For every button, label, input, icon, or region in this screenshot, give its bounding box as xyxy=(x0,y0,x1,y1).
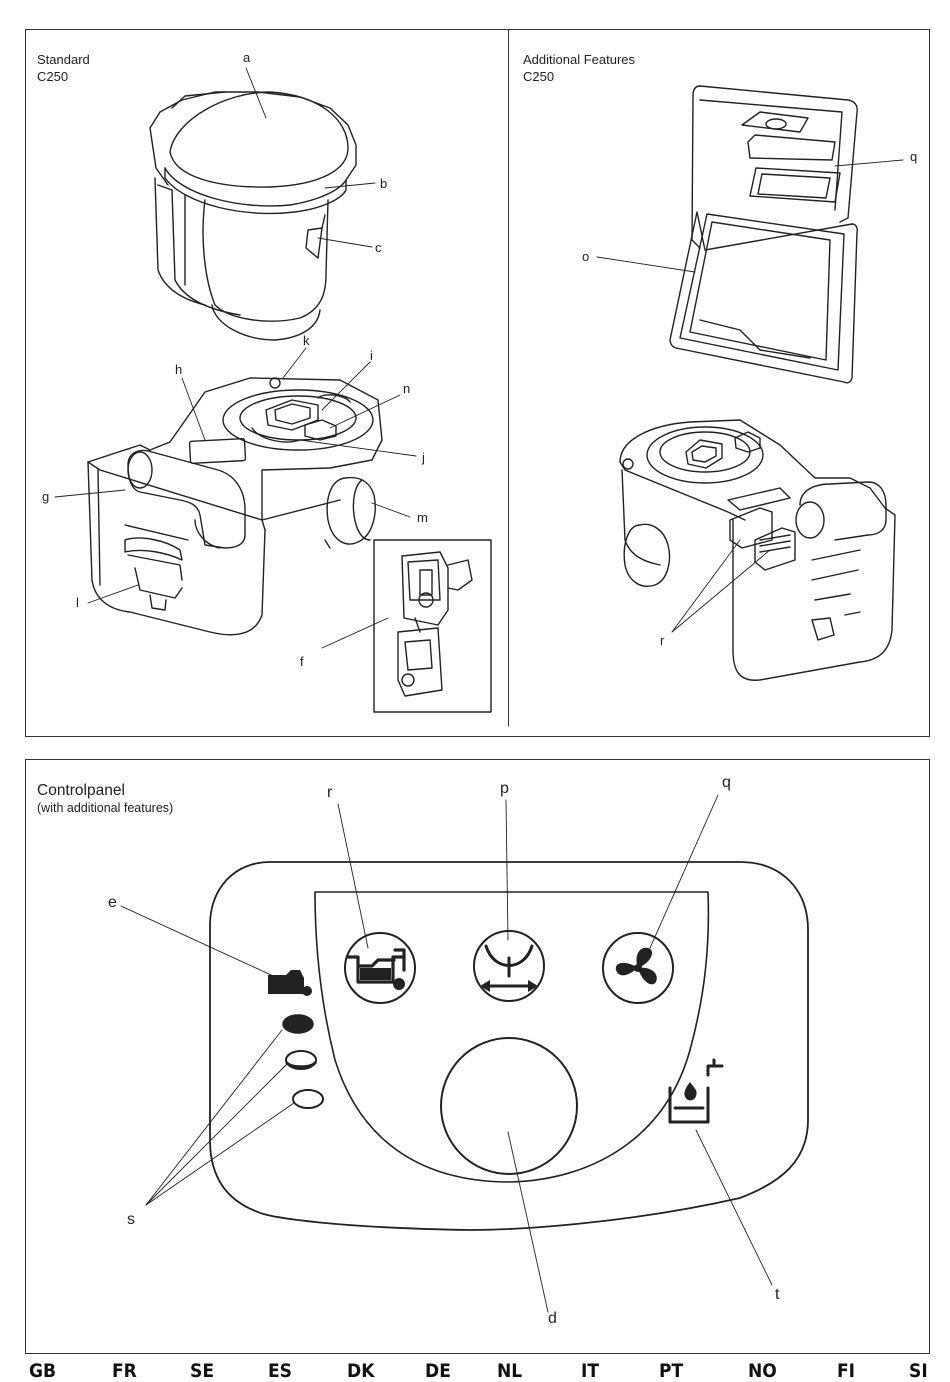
label-d: d xyxy=(548,1312,557,1326)
label-n: n xyxy=(403,382,410,396)
lang-gb[interactable]: GB xyxy=(29,1360,56,1382)
label-o: o xyxy=(582,250,589,264)
label-p: p xyxy=(500,782,509,796)
label-e: e xyxy=(108,896,117,910)
label-m: m xyxy=(417,511,428,525)
label-b: b xyxy=(380,177,387,191)
label-s: s xyxy=(127,1213,135,1227)
cassette-illustration xyxy=(88,378,491,712)
label-q: q xyxy=(722,776,731,790)
lang-pt[interactable]: PT xyxy=(659,1360,683,1382)
lang-se[interactable]: SE xyxy=(190,1360,214,1382)
label-h: h xyxy=(175,363,182,377)
label-c: c xyxy=(375,241,382,255)
inset-frame xyxy=(374,540,491,712)
controlpanel-heading: Controlpanel (with additional features) xyxy=(37,782,173,816)
label-t: t xyxy=(775,1288,779,1302)
lang-si[interactable]: SI xyxy=(909,1360,928,1382)
label-l: l xyxy=(76,596,79,610)
lang-fi[interactable]: FI xyxy=(837,1360,855,1382)
label-q-top: q xyxy=(910,150,917,164)
label-r-top: r xyxy=(660,634,664,648)
lang-fr[interactable]: FR xyxy=(112,1360,137,1382)
lang-de[interactable]: DE xyxy=(425,1360,451,1382)
label-k: k xyxy=(303,334,310,348)
lang-it[interactable]: IT xyxy=(581,1360,599,1382)
lid-illustration xyxy=(670,86,857,383)
label-r: r xyxy=(327,786,332,800)
lang-dk[interactable]: DK xyxy=(347,1360,374,1382)
label-g: g xyxy=(42,490,49,504)
label-a: a xyxy=(243,51,250,65)
label-i: i xyxy=(370,349,373,363)
lang-no[interactable]: NO xyxy=(748,1360,777,1382)
language-row: GB FR SE ES DK DE NL IT PT NO FI SI xyxy=(0,1360,950,1382)
lang-es[interactable]: ES xyxy=(268,1360,292,1382)
control-panel-frame xyxy=(25,759,930,1354)
controlpanel-subtitle: (with additional features) xyxy=(37,800,173,816)
controlpanel-title: Controlpanel xyxy=(37,782,173,800)
label-j: j xyxy=(422,451,425,465)
toilet-illustration xyxy=(150,92,356,340)
lang-nl[interactable]: NL xyxy=(497,1360,522,1382)
label-f: f xyxy=(300,655,304,669)
